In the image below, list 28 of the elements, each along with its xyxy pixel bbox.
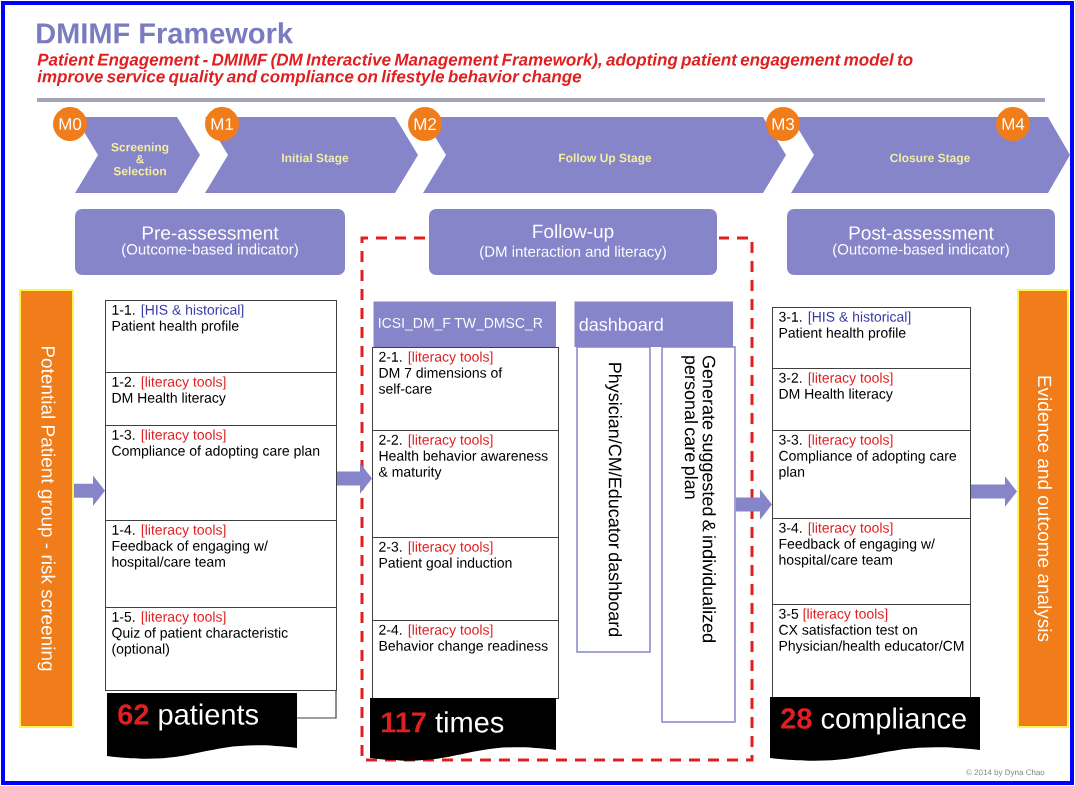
list-cell: 3-5 [literacy tools] CX satisfaction test on Physician/health educator/CM [772,604,971,698]
copyright-note: © 2014 by Dyna Chao [966,769,1045,777]
list-cell: 3-3. [literacy tools] Compliance of adopting care plan [772,430,971,519]
list-cell: 1-3. [literacy tools] Compliance of adopting care plan [105,425,337,521]
side-bar: Potential Patient group - risk screening [19,289,74,728]
count-banner: 117 times [370,698,556,761]
title: DMIMF Framework [37,22,293,44]
list-cell: 3-2. [literacy tools] DM Health literacy [772,368,971,431]
list-cell: 3-1. [HIS & historical] Patient health profile [772,307,971,369]
side-bar: Evidence and outcome analysis [1017,289,1069,728]
phase-box: Post-assessment (Outcome-based indicator) [785,207,1057,277]
list-cell: 2-1. [literacy tools] DM 7 dimensions of self-care [372,347,559,431]
list-cell: 2-4. [literacy tools] Behavior change readiness [372,620,559,699]
list-cell: 2-2. [literacy tools] Health behavior awareness & maturity [372,430,559,538]
list-cell: 1-5. [literacy tools] Quiz of patient characteristic (optional) [105,607,337,691]
list-cell: 1-1. [HIS & historical] Patient health profile [105,300,337,373]
list-cell: 1-4. [literacy tools] Feedback of engaging w/ hospital/care team [105,520,337,608]
count-banner: 62 patients [107,693,297,759]
subtitle: Patient Engagement - DMIMF (DM Interactive Management Framework), adopting patient engagement model to improve service quality and compliance on lifestyle behavior change [37,53,913,86]
tool-box: Physician/CM/Educator dashboard [576,346,651,653]
phase-box: Follow-up (DM interaction and literacy) [427,207,719,277]
list-cell: 3-4. [literacy tools] Feedback of engaging w/ hospital/care team [772,518,971,605]
list-cell: 1-2. [literacy tools] DM Health literacy [105,372,337,426]
list-cell: 2-3. [literacy tools] Patient goal induction [372,537,559,621]
phase-box: Pre-assessment (Outcome-based indicator) [73,207,347,277]
header-box: ICSI_DM_F TW_DMSC_R [372,300,558,349]
header-box: dashboard [573,300,735,349]
tool-box: Generate suggested & individualized personal care plan [661,346,736,723]
